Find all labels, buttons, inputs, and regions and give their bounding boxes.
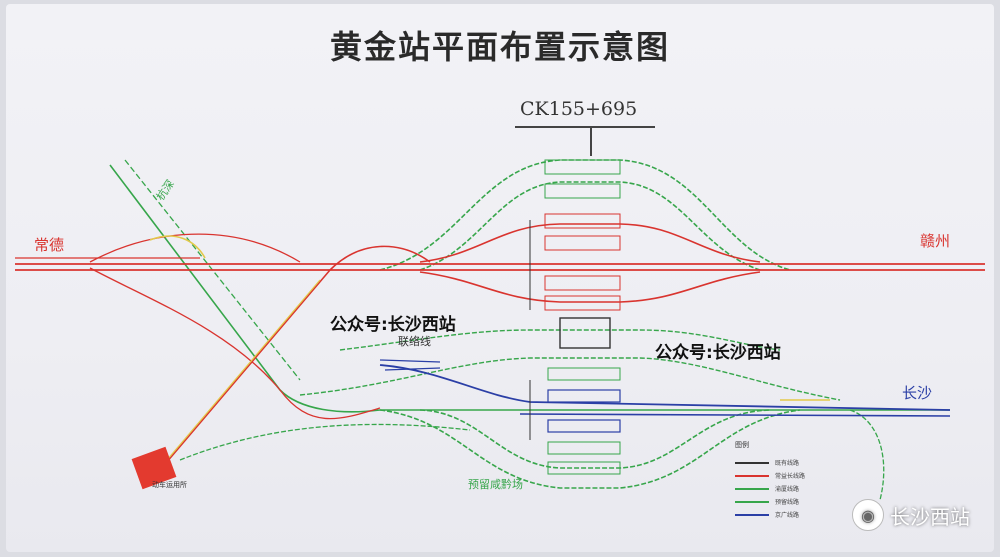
red-diagonal-depot bbox=[159, 245, 431, 471]
platform-green-3 bbox=[547, 367, 621, 381]
green-lower-inner bbox=[419, 409, 771, 469]
legend-text: 京广线路 bbox=[775, 512, 800, 519]
platform-red-2 bbox=[544, 235, 621, 251]
watermark-left: 公众号:长沙西站 bbox=[330, 315, 456, 335]
legend-text: 常益长线路 bbox=[775, 473, 806, 480]
legend-swatch bbox=[735, 461, 769, 464]
legend-row: 渝厦线路 bbox=[735, 482, 815, 495]
green-mid-upper bbox=[339, 329, 781, 351]
yellow-arc-left bbox=[149, 235, 206, 259]
blue-spur-1 bbox=[379, 359, 441, 363]
diagram-title: 黄金站平面布置示意图 bbox=[329, 28, 670, 66]
blue-main-1 bbox=[379, 364, 951, 411]
mileage-underline bbox=[515, 126, 655, 128]
legend-swatch bbox=[735, 500, 769, 503]
platform-green-1 bbox=[544, 159, 621, 175]
wechat-icon: ◉ bbox=[852, 499, 884, 531]
legend-row: 既有线路 bbox=[735, 456, 815, 469]
mileage-marker: CK155+695 bbox=[520, 98, 638, 120]
mileage-tick bbox=[590, 126, 592, 156]
legend-text: 渝厦线路 bbox=[775, 486, 800, 493]
platform-blue-2 bbox=[547, 419, 621, 433]
platform-red-3 bbox=[544, 275, 621, 291]
legend-text: 预留线路 bbox=[775, 499, 800, 506]
brand-text: 长沙西站 bbox=[890, 504, 970, 529]
label-changsha: 长沙 bbox=[902, 384, 933, 402]
label-yulan: 预留咸黔场 bbox=[468, 478, 523, 491]
label-changde: 常德 bbox=[34, 236, 65, 254]
legend-swatch bbox=[735, 513, 769, 516]
legend-text: 既有线路 bbox=[775, 460, 800, 467]
yellow-diagonal bbox=[149, 279, 321, 481]
legend-row: 京广线路 bbox=[735, 508, 815, 521]
blue-main-2 bbox=[519, 413, 951, 417]
legend-title: 图例 bbox=[735, 441, 749, 449]
legend-row: 预留线路 bbox=[735, 495, 815, 508]
green-branch-right bbox=[849, 409, 885, 501]
label-depot: 动车运用所 bbox=[152, 481, 187, 489]
platform-red-1 bbox=[544, 213, 621, 229]
platform-blue-1 bbox=[547, 389, 621, 403]
green-upper-inner bbox=[419, 181, 761, 271]
red-loop-upper bbox=[419, 223, 761, 263]
red-curve-left bbox=[89, 233, 301, 263]
legend-swatch bbox=[735, 474, 769, 477]
platform-green-2 bbox=[544, 183, 621, 199]
label-jichang: 联络线 bbox=[398, 335, 431, 348]
green-branch-lower bbox=[179, 423, 471, 461]
red-loop-lower bbox=[419, 271, 761, 303]
legend-swatch bbox=[735, 487, 769, 490]
platform-green-4 bbox=[547, 441, 621, 455]
red-curve-to-depot bbox=[89, 267, 381, 420]
platform-green-5 bbox=[547, 461, 621, 475]
watermark-right: 公众号:长沙西站 bbox=[655, 343, 781, 363]
legend-row: 常益长线路 bbox=[735, 469, 815, 482]
platform-red-4 bbox=[544, 295, 621, 311]
brand-watermark: ◉ 长沙西站 bbox=[852, 499, 970, 531]
legend: 图例 既有线路 常益长线路 渝厦线路 预留线路 京广线路 bbox=[735, 440, 815, 521]
station-box bbox=[559, 317, 611, 349]
green-diagonal-1 bbox=[109, 164, 950, 413]
blue-spur-2 bbox=[384, 367, 441, 371]
label-ganzhou: 赣州 bbox=[920, 232, 951, 250]
green-lower-outer bbox=[379, 409, 801, 489]
green-mid-lower bbox=[299, 357, 841, 401]
